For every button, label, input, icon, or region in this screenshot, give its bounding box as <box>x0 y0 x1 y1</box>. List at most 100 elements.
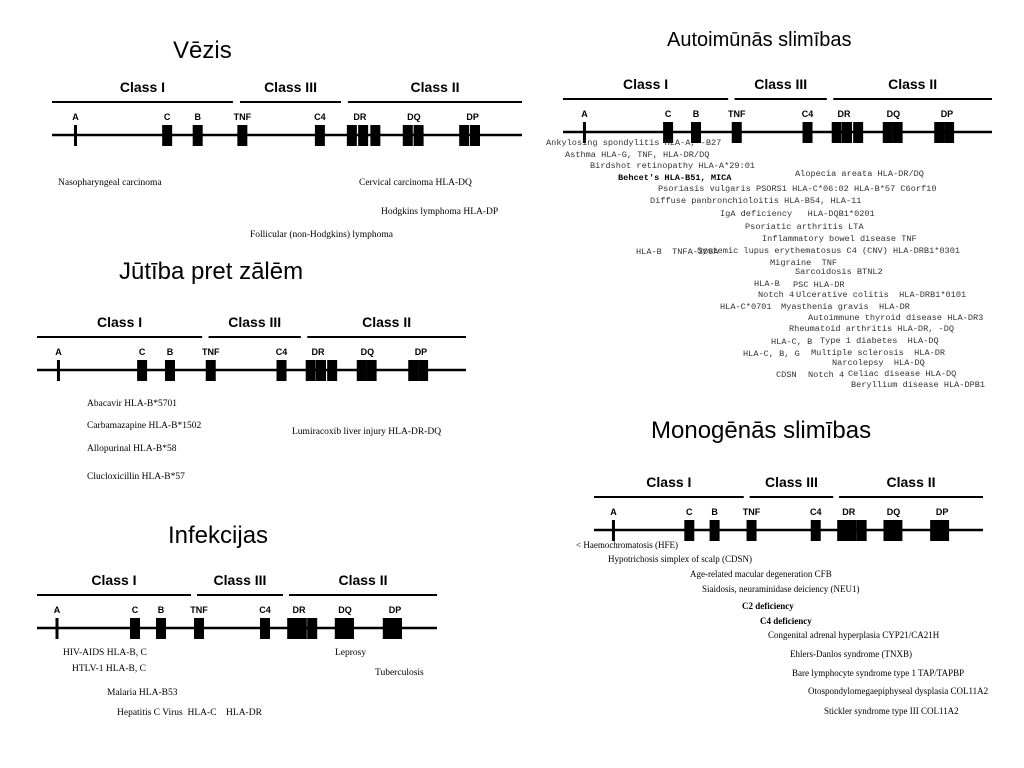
label-clucloxicillin: Clucloxicillin HLA-B*57 <box>87 472 185 482</box>
label-cervical: Cervical carcinoma HLA-DQ <box>359 178 472 188</box>
label-hodgkins: Hodgkins lymphoma HLA-DP <box>381 207 499 217</box>
label-hiv: HIV-AIDS HLA-B, C <box>63 648 147 658</box>
gene-label-b: B <box>711 507 718 517</box>
gene-box-dp <box>459 125 470 146</box>
gene-label-a: A <box>54 605 61 615</box>
gene-label-tnf: TNF <box>190 605 208 615</box>
label-allopurinal: Allopurinal HLA-B*58 <box>87 444 177 454</box>
label-rheumatoid: Rheumatoid arthritis HLA-DR, -DQ <box>789 324 955 334</box>
label-ehlers: Ehlers-Danlos syndrome (TNXB) <box>790 649 912 659</box>
gene-box-c4 <box>260 618 270 639</box>
gene-box-c4 <box>314 125 325 146</box>
class-label: Class II <box>362 314 411 330</box>
label-celiac: Celiac disease HLA-DQ <box>848 369 957 379</box>
title-monogenas: Monogēnās slimības <box>651 417 872 444</box>
label-ibd: Inflammatory bowel disease TNF <box>762 234 917 244</box>
gene-label-dr: DR <box>311 347 324 357</box>
gene-box-c <box>663 122 674 143</box>
gene-box-c <box>684 520 695 541</box>
gene-box-dp <box>382 618 393 639</box>
class-label: Class III <box>754 76 807 92</box>
gene-box-dq <box>334 618 345 639</box>
gene-box-dr <box>358 125 369 146</box>
title-vezis: Vēzis <box>173 37 232 64</box>
label-leprosy: Leprosy <box>335 648 367 658</box>
gene-label-dq: DQ <box>887 109 901 119</box>
gene-label-a: A <box>55 347 62 357</box>
gene-box-tnf <box>205 360 216 381</box>
gene-label-dp: DP <box>466 112 479 122</box>
gene-box-dq <box>883 520 894 541</box>
class-label: Class I <box>91 572 136 588</box>
gene-marker-a <box>582 122 586 143</box>
gene-label-c4: C4 <box>259 605 271 615</box>
gene-box-tnf <box>731 122 742 143</box>
gene-box-b <box>690 122 701 143</box>
gene-box-c <box>137 360 148 381</box>
class-label: Class I <box>120 79 165 95</box>
gene-label-c4: C4 <box>802 109 814 119</box>
label-bare-lymphocyte: Bare lymphocyte syndrome type 1 TAP/TAPB… <box>792 668 965 678</box>
label-iga: IgA deficiency HLA-DQB1*0201 <box>720 209 875 219</box>
class-label: Class III <box>765 474 818 490</box>
label-alopecia: Alopecia areata HLA-DR/DQ <box>795 169 924 179</box>
gene-label-a: A <box>610 507 617 517</box>
title-autoimunas: Autoimūnās slimības <box>667 29 852 51</box>
label-birdshot: Birdshot retinopathy HLA-A*29:01 <box>590 161 756 171</box>
gene-marker-a <box>74 125 77 146</box>
class-label: Class III <box>214 572 267 588</box>
gene-box-dr <box>853 122 864 143</box>
gene-label-dq: DQ <box>361 347 375 357</box>
gene-label-b: B <box>167 347 174 357</box>
class-label: Class II <box>887 474 936 490</box>
gene-box-b <box>156 618 166 639</box>
label-psc: PSC HLA-DR <box>793 280 845 290</box>
class-label: Class III <box>228 314 281 330</box>
label-notch4-uc: Notch 4 <box>758 290 795 300</box>
gene-box-dr <box>315 360 326 381</box>
gene-box-b <box>164 360 175 381</box>
gene-label-c: C <box>665 109 672 119</box>
label-psoriasis: Psoriasis vulgaris PSORS1 HLA-C*06:02 HL… <box>658 184 937 194</box>
label-siaidosis: Siaidosis, neuraminidase deiciency (NEU1… <box>702 584 860 594</box>
label-amd: Age-related macular degeneration CFB <box>690 569 832 579</box>
label-migraine: Migraine TNF <box>770 258 838 268</box>
gene-label-tnf: TNF <box>202 347 220 357</box>
gene-label-dp: DP <box>936 507 949 517</box>
gene-box-dr <box>856 520 867 541</box>
gene-label-dr: DR <box>293 605 306 615</box>
gene-label-dq: DQ <box>407 112 421 122</box>
gene-box-c4 <box>802 122 813 143</box>
gene-box-dq <box>882 122 893 143</box>
class-label: Class I <box>646 474 691 490</box>
class-label: Class I <box>97 314 142 330</box>
label-hlacb-t1d: HLA-C, B <box>771 337 813 347</box>
gene-box-dq <box>366 360 377 381</box>
gene-box-dr <box>846 520 857 541</box>
title-infekcijas: Infekcijas <box>168 522 269 549</box>
gene-label-b: B <box>158 605 165 615</box>
gene-label-b: B <box>194 112 201 122</box>
gene-box-dr <box>327 360 338 381</box>
gene-label-dr: DR <box>842 507 855 517</box>
gene-marker-a <box>611 520 615 541</box>
gene-box-dp <box>470 125 480 146</box>
gene-box-dr <box>841 122 852 143</box>
label-hlab-psc: HLA-B <box>754 279 780 289</box>
gene-box-dp <box>939 520 950 541</box>
label-htlv: HTLV-1 HLA-B, C <box>72 664 146 674</box>
label-ankylosing: Ankylosing spondylitis HLA-A, -B27 <box>546 138 722 148</box>
gene-label-c: C <box>164 112 171 122</box>
gene-box-dr <box>296 618 307 639</box>
gene-box-b <box>709 520 720 541</box>
gene-box-dp <box>408 360 419 381</box>
label-hlab-tnfa: HLA-B TNFA-308A <box>636 247 719 257</box>
gene-marker-a <box>55 618 59 639</box>
gene-box-b <box>192 125 203 146</box>
label-haemochromatosis: < Haemochromatosis (HFE) <box>576 540 679 550</box>
gene-label-c4: C4 <box>810 507 822 517</box>
gene-label-tnf: TNF <box>728 109 746 119</box>
